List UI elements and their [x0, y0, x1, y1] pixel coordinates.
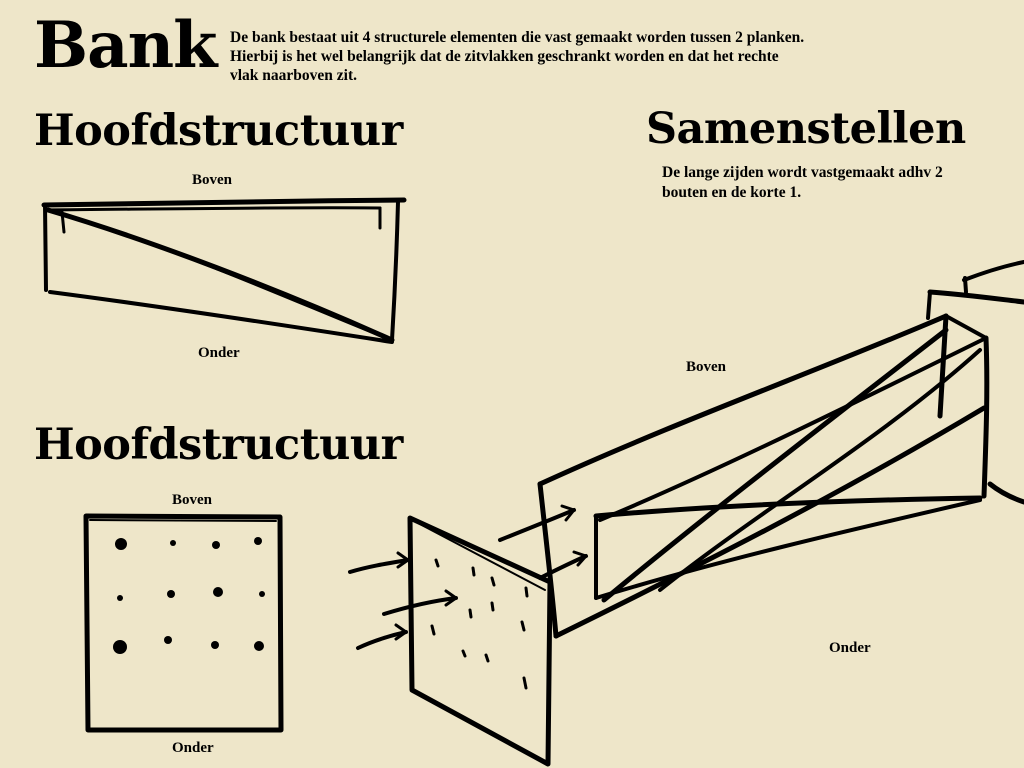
far-piece-top [927, 289, 1024, 305]
arrow-3-head [394, 623, 408, 641]
arrow-5-head [572, 550, 588, 567]
bolt-holes [113, 537, 265, 654]
bolt-hole [164, 636, 172, 644]
page-title: Bank [34, 8, 217, 83]
panel-hole-mark [490, 601, 495, 612]
box-top-right-edge [944, 314, 988, 340]
box-right-back-edge [937, 313, 949, 419]
side-view-left-edge [43, 203, 48, 292]
box-bottom-edge [553, 405, 987, 639]
bolt-hole [167, 590, 175, 598]
arrow-1 [348, 558, 410, 574]
arrow-2 [382, 596, 458, 616]
panel-hole-mark [461, 649, 467, 658]
end-panel-holes [430, 558, 529, 690]
bolt-hole [259, 591, 265, 597]
side-view-diagonal [45, 207, 395, 343]
panel-hole-mark [430, 624, 436, 636]
bolt-hole [113, 640, 127, 654]
bolt-hole [115, 538, 127, 550]
intro-text: De bank bestaat uit 4 structurele elemen… [230, 29, 805, 84]
bolt-hole [170, 540, 176, 546]
assemble-text: De lange zijden wordt vastgemaakt adhv 2… [662, 164, 943, 201]
bolt-hole [211, 641, 219, 649]
far-piece-bottom [987, 481, 1024, 505]
side-view-right-edge [390, 200, 400, 342]
heading-assemble: Samenstellen [646, 104, 966, 154]
arrow-4-head [560, 504, 576, 522]
panel-hole-mark [434, 558, 440, 568]
box-top-back-edge [537, 313, 949, 487]
box-left-edge [537, 481, 559, 639]
far-piece-diagonal [962, 260, 1024, 282]
arrow-3 [356, 630, 408, 650]
box-top-front-edge [593, 495, 983, 519]
arrow-1-head [396, 551, 410, 569]
box-right-front-edge [981, 335, 990, 499]
panel-hole-mark [524, 586, 529, 598]
far-piece-left [926, 290, 932, 320]
end-panel-edge [415, 521, 546, 591]
heading-main-structure-2: Hoofdstructuur [34, 420, 403, 470]
panel-hole-mark [471, 566, 476, 577]
side-view-diagonal-2 [59, 213, 386, 339]
panel-hole-mark [520, 620, 526, 632]
far-piece-tick [963, 276, 968, 294]
bolt-hole [213, 587, 223, 597]
side-view-top-edge [41, 197, 407, 208]
box-mid-edge [598, 336, 988, 522]
label-top-assembly: Boven [686, 359, 727, 375]
assembly-sketch [348, 260, 1024, 767]
arrow-2-head [444, 589, 458, 607]
end-panel [407, 515, 553, 767]
bolt-hole [117, 595, 123, 601]
panel-hole-mark [490, 576, 496, 587]
label-bottom-assembly: Onder [829, 640, 871, 656]
arrow-4 [498, 508, 576, 542]
side-view-top-edge-2 [44, 206, 382, 212]
label-top-panel-view: Boven [172, 492, 213, 508]
panel-hole-mark [484, 653, 490, 663]
panel-hole-mark [522, 676, 528, 690]
box-diagonal-2 [658, 348, 982, 592]
bolt-hole [254, 537, 262, 545]
panel-outline [83, 513, 284, 733]
side-view-bottom-edge [48, 290, 394, 344]
bolt-hole [254, 641, 264, 651]
arrow-5 [538, 554, 588, 580]
heading-main-structure-1: Hoofdstructuur [34, 106, 403, 156]
bolt-hole [212, 541, 220, 549]
label-bottom-panel-view: Onder [172, 740, 214, 756]
panel-hole-mark [468, 608, 473, 619]
panel-outline-inner [89, 519, 277, 522]
panel-view-sketch [83, 513, 284, 733]
box-bottom-front-edge [594, 498, 982, 600]
label-top-side-view: Boven [192, 172, 233, 188]
side-view-left-notch [60, 210, 66, 234]
side-view-sketch [41, 197, 407, 344]
label-bottom-side-view: Onder [198, 345, 240, 361]
box-diagonal [601, 327, 949, 603]
